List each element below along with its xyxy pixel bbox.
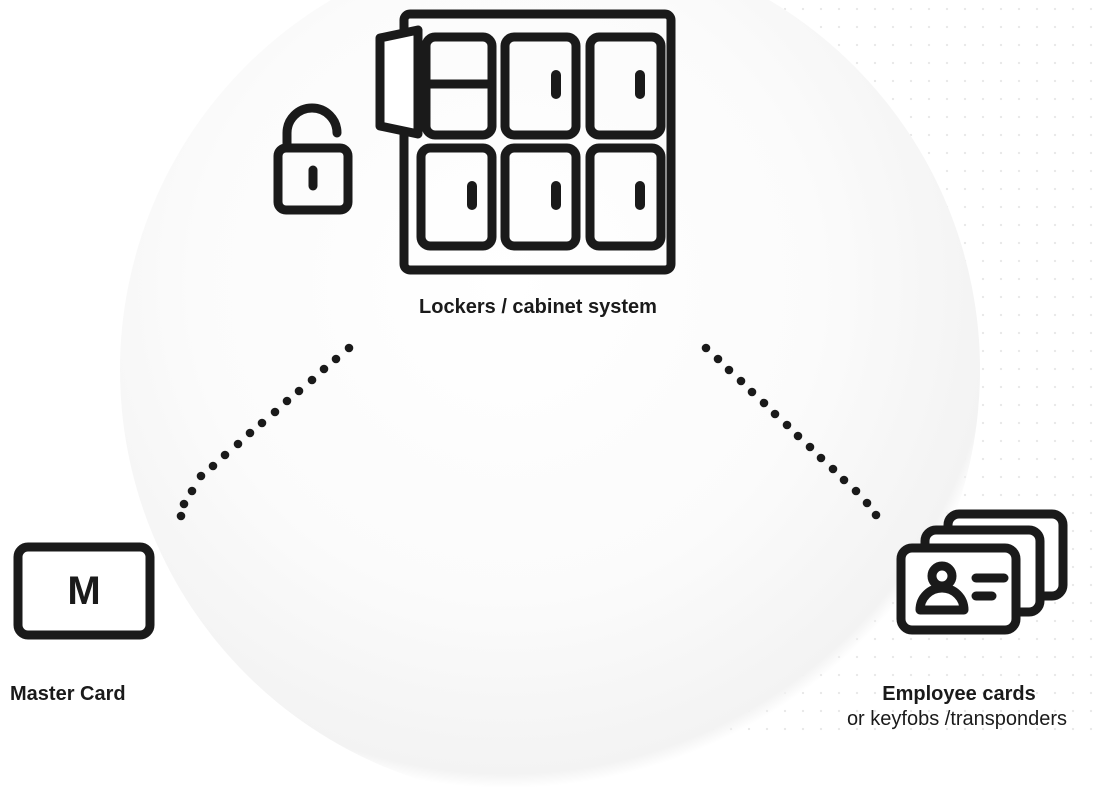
master-card-icon [13,542,155,640]
master-card-letter: M [67,568,101,613]
employee-cards-icon [896,509,1068,635]
master-card-label: Master Card [10,683,126,705]
diagram-graphics [13,9,1068,640]
connector-left [176,343,354,521]
employee-cards-title: Employee cards [882,683,1036,705]
connector-right [701,343,881,520]
diagram-canvas: M Lockers / cabinet system Master Card E… [10,0,1106,800]
padlock-open-icon [273,103,353,215]
locker-cabinet-icon [375,9,676,275]
locker-system-label: Lockers / cabinet system [419,296,657,318]
employee-cards-subtitle: or keyfobs /transponders [846,708,1068,730]
